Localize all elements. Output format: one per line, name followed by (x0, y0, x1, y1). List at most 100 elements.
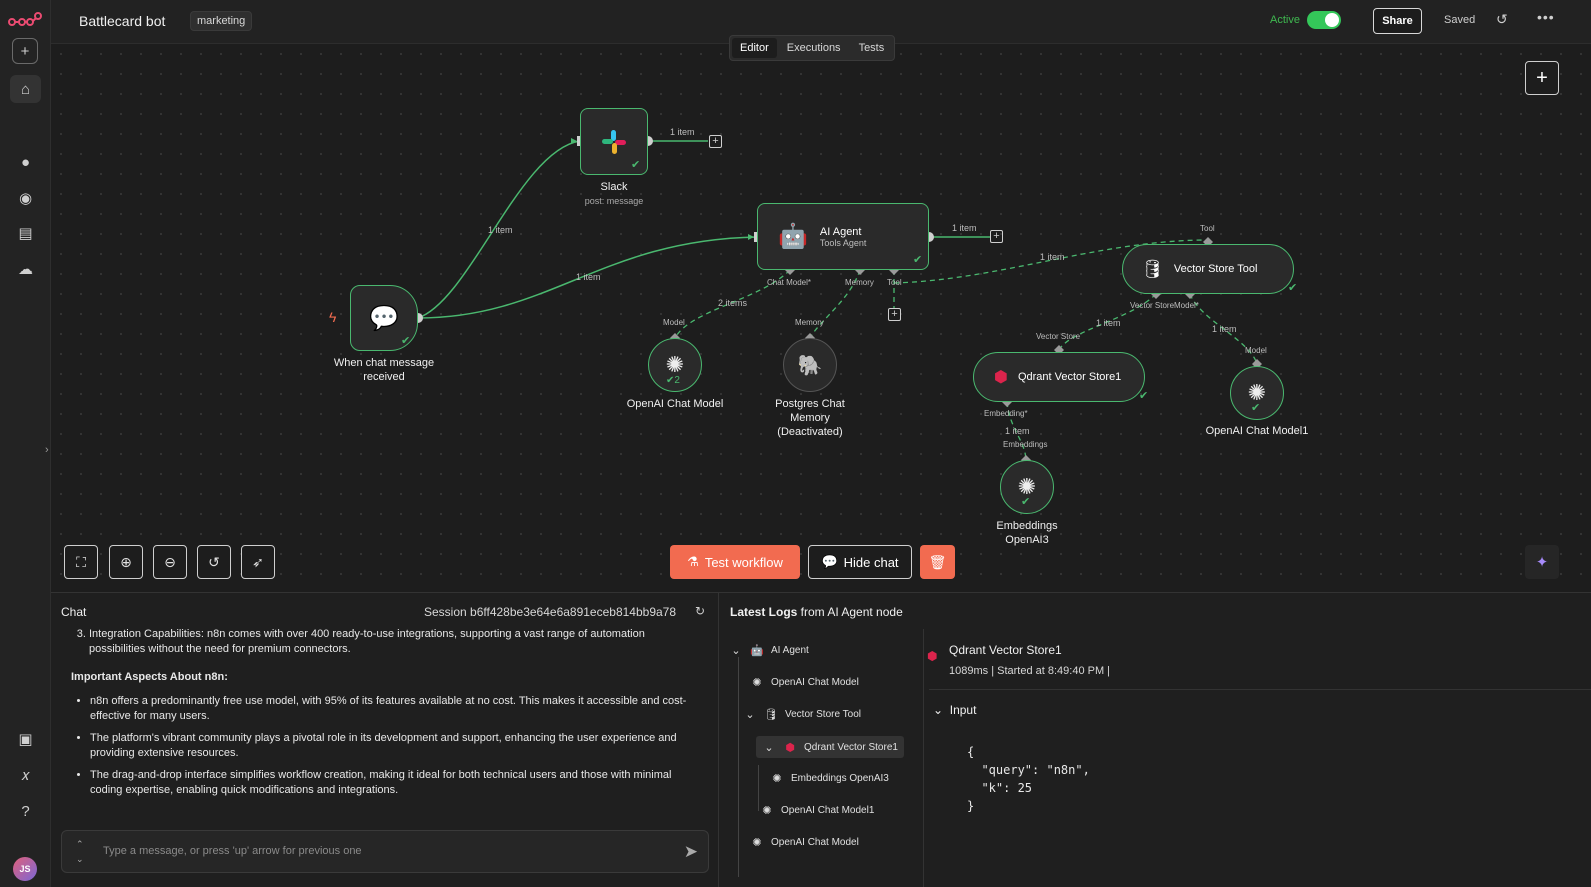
history-icon[interactable]: ↺ (1496, 11, 1508, 27)
active-toggle[interactable] (1307, 11, 1341, 29)
success-check-icon: ✔ (1021, 496, 1031, 508)
bot-icon[interactable]: ◉ (18, 190, 33, 207)
tab-tests[interactable]: Tests (858, 42, 885, 54)
add-node-button[interactable]: + (1525, 61, 1559, 95)
trash-icon: 🗑 (928, 553, 947, 570)
ai-agent-node[interactable]: 🤖 AI Agent Tools Agent (757, 203, 929, 270)
openai-chat-model-node[interactable]: ✺ (648, 338, 702, 392)
slack-caption: Slack post: message (564, 180, 664, 208)
input-section-label: Input (949, 703, 977, 717)
qdrant-vector-store-node[interactable]: ⬢ Qdrant Vector Store1 (973, 352, 1145, 402)
node-subtitle: post: message (584, 196, 644, 206)
ai-assistant-button[interactable]: ✦ (1525, 545, 1559, 579)
delete-execution-button[interactable]: 🗑 (920, 545, 955, 579)
hide-chat-button[interactable]: 💬 Hide chat (808, 545, 912, 579)
robot-icon: 🤖 (750, 644, 764, 657)
postgres-memory-node[interactable]: 🐘 (783, 338, 837, 392)
success-check-icon: ✔ (1251, 402, 1261, 414)
edge-label: 1 item (952, 223, 977, 233)
tree-label: OpenAI Chat Model1 (781, 804, 875, 816)
reset-zoom-button[interactable]: ↺ (197, 545, 231, 579)
trigger-bolt-icon: ϟ (329, 309, 337, 325)
refresh-session-icon[interactable]: ↻ (695, 604, 706, 618)
postgres-caption: Postgres Chat Memory (Deactivated) (775, 398, 845, 438)
test-workflow-button[interactable]: ⚗ Test workflow (670, 545, 800, 579)
port-label: Model (663, 318, 685, 327)
edge-label: 2 items (718, 298, 748, 308)
workflow-name[interactable]: Battlecard bot (79, 13, 166, 29)
port-label: Tool (1200, 224, 1215, 233)
port-label: Memory (795, 318, 824, 327)
chevron-down-icon: ⌄ (764, 741, 774, 754)
chat-bubble-icon: 💬 (821, 554, 838, 569)
send-icon[interactable]: ➤ (683, 842, 698, 861)
embeddings-node[interactable]: ✺ (1000, 460, 1054, 514)
tree-item-qdrant[interactable]: ⌄⬢Qdrant Vector Store1 (756, 736, 904, 758)
chat-panel: Chat Session b6ff428be3e64e6a891eceb814b… (51, 592, 719, 887)
chat-input-placeholder[interactable]: Type a message, or press 'up' arrow for … (103, 845, 362, 857)
vector-store-tool-node[interactable]: 🛢 Vector Store Tool (1122, 244, 1294, 294)
list-item: n8n offers a predominantly free use mode… (90, 694, 694, 724)
run-count-badge: 2 (674, 375, 680, 386)
add-tool-icon[interactable]: + (888, 308, 901, 321)
chat-trigger-node[interactable]: 💬 (350, 285, 418, 351)
tree-item-openai[interactable]: ✺OpenAI Chat Model (750, 675, 858, 689)
tab-executions[interactable]: Executions (786, 42, 841, 54)
node-title: Slack (600, 181, 628, 193)
history-arrows-icon[interactable]: ⌃⌄ (76, 839, 84, 864)
tidy-up-button[interactable]: ➶ (241, 545, 275, 579)
port-label: Chat Model* (767, 278, 812, 287)
add-icon[interactable]: + (12, 38, 38, 64)
database-icon: 🛢 (1141, 258, 1164, 279)
fit-view-button[interactable]: ⛶ (64, 545, 98, 579)
tree-label: Embeddings OpenAI3 (791, 772, 889, 784)
tree-item-vector-tool[interactable]: ⌄🛢Vector Store Tool (743, 707, 861, 721)
tab-editor[interactable]: Editor (732, 38, 777, 58)
zoom-out-button[interactable]: ⊖ (153, 545, 187, 579)
logs-title-rest: from AI Agent node (797, 605, 903, 619)
cloud-icon[interactable]: ☁ (18, 261, 33, 278)
tree-item-openai1[interactable]: ✺OpenAI Chat Model1 (760, 803, 874, 817)
openai-chat-model1-node[interactable]: ✺ (1230, 366, 1284, 420)
trigger-caption: When chat message received (333, 357, 435, 383)
openai-icon: ✺ (772, 772, 782, 785)
logs-title: Latest Logs from AI Agent node (730, 605, 903, 619)
divider (929, 689, 1591, 690)
help-icon[interactable]: ? (21, 802, 30, 820)
chevron-down-icon: ⌄ (933, 703, 944, 717)
node-title: Qdrant Vector Store1 (1017, 371, 1122, 383)
templates-icon[interactable]: ▣ (18, 731, 33, 748)
slack-node[interactable] (580, 108, 648, 175)
success-check-icon: ✔ (1288, 282, 1298, 294)
chat-title: Chat (61, 605, 87, 619)
success-check-icon: ✔2 (666, 375, 680, 386)
list-item: Integration Capabilities: n8n comes with… (89, 627, 694, 657)
workflow-tag[interactable]: marketing (190, 11, 253, 31)
tree-item-openai[interactable]: ✺OpenAI Chat Model (750, 835, 858, 849)
view-tabs: Editor Executions Tests (729, 35, 896, 61)
user-icon[interactable]: ● (20, 153, 31, 171)
book-icon[interactable]: ▤ (18, 225, 33, 242)
expand-sidebar-icon[interactable]: › (45, 444, 49, 456)
embeddings-caption: Embeddings OpenAI3 (996, 520, 1058, 546)
success-check-icon: ✔ (631, 159, 641, 171)
add-next-node-icon[interactable]: + (990, 230, 1003, 243)
saved-status: Saved (1444, 14, 1476, 26)
more-options-icon[interactable]: ••• (1537, 9, 1555, 25)
zoom-in-button[interactable]: ⊕ (109, 545, 143, 579)
session-id: Session b6ff428be3e64e6a891eceb814bb9a78 (424, 605, 677, 619)
tree-item-embeddings[interactable]: ✺ Embeddings OpenAI3 (770, 771, 889, 785)
chat-input-box[interactable]: ⌃⌄ Type a message, or press 'up' arrow f… (61, 830, 709, 873)
home-icon[interactable]: ⌂ (10, 75, 41, 103)
port-label: Model (1245, 346, 1267, 355)
add-next-node-icon[interactable]: + (709, 135, 722, 148)
input-section-toggle[interactable]: ⌄ Input (933, 703, 976, 717)
log-detail-meta: 1089ms | Started at 8:49:40 PM | (949, 665, 1111, 677)
avatar[interactable]: JS (13, 857, 37, 881)
tree-item-ai-agent[interactable]: ⌄🤖AI Agent (729, 643, 808, 657)
openai-icon: ✺ (1017, 474, 1037, 499)
success-check-icon: ✔ (1139, 390, 1149, 402)
share-button[interactable]: Share (1373, 8, 1422, 34)
variables-icon[interactable]: 𝑥 (21, 766, 30, 784)
n8n-logo-icon[interactable] (6, 6, 44, 34)
